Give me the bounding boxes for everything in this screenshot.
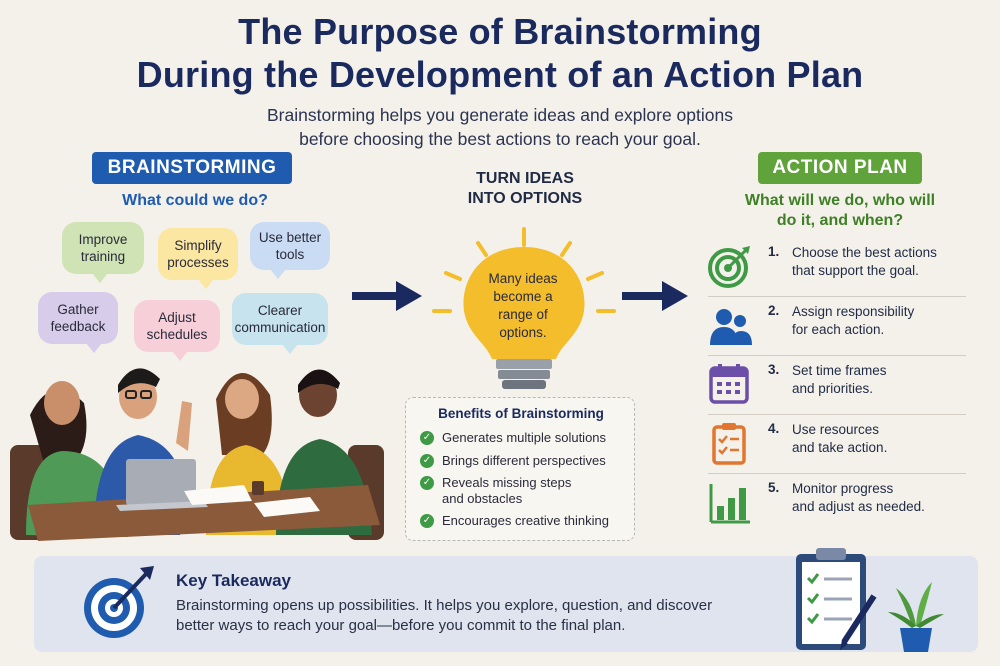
step-line: for each action. [792, 322, 885, 337]
target-icon [708, 246, 750, 288]
bubble-text: Use better [258, 230, 322, 245]
bubble-text: Adjust [158, 310, 196, 325]
step-line: Choose the best actions [792, 245, 937, 260]
takeaway-line: Brainstorming opens up possibilities. It… [176, 597, 713, 614]
benefit-text: Generates multiple solutions [442, 430, 607, 445]
arrow-right-icon [352, 281, 422, 311]
step-line: Set time frames [792, 363, 887, 378]
question-line: do it, and when? [776, 212, 904, 229]
bubble-text: Improve [78, 232, 128, 247]
brainstorming-label: BRAINSTORMING [92, 152, 292, 184]
bubble-text: Clearer [257, 303, 303, 318]
idea-bubble-improve-training: Improve training [62, 222, 144, 283]
bulb-line: become a [493, 289, 553, 304]
people-icon [710, 309, 752, 345]
title-line-1: The Purpose of Brainstorming [238, 11, 762, 52]
calendar-icon [709, 364, 749, 404]
bar-chart-icon [709, 484, 750, 524]
bulb-line: range of [498, 307, 548, 322]
bubble-text: feedback [50, 319, 106, 334]
bubble-text: processes [167, 255, 229, 270]
check-icon: ✓ [420, 476, 434, 490]
step-number: 4. [768, 421, 780, 436]
benefit-item: ✓ Reveals missing steps and obstacles [420, 475, 571, 507]
action-step-2: 2. Assign responsibility for each action… [706, 297, 970, 355]
benefit-item: ✓ Generates multiple solutions [420, 430, 606, 446]
bubble-text: Simplify [174, 238, 222, 253]
step-text: Monitor progress and adjust as needed. [792, 480, 962, 516]
benefit-text: Reveals missing steps and obstacles [442, 475, 571, 507]
action-plan-question: What will we do, who will do it, and whe… [728, 191, 952, 231]
idea-bubble-adjust-schedules: Adjust schedules [134, 300, 220, 361]
benefit-text: Encourages creative thinking [442, 513, 609, 528]
step-text: Choose the best actions that support the… [792, 244, 962, 280]
benefit-text: Brings different perspectives [442, 453, 606, 468]
divider [708, 355, 966, 356]
clipboard-icon [712, 423, 746, 465]
title-line-2: During the Development of an Action Plan [136, 54, 864, 95]
step-line: and priorities. [792, 381, 874, 396]
step-number: 1. [768, 244, 780, 259]
bubble-text: tools [275, 247, 305, 262]
takeaway-line: better ways to reach your goal—before yo… [176, 617, 626, 634]
step-number: 2. [768, 303, 780, 318]
step-line: Use resources [792, 422, 880, 437]
step-line: and take action. [792, 440, 888, 455]
turn-ideas-heading: TURN IDEAS INTO OPTIONS [430, 169, 620, 209]
check-icon: ✓ [420, 431, 434, 445]
step-number: 5. [768, 480, 780, 495]
question-line: What will we do, who will [744, 192, 936, 209]
action-step-4: 4. Use resources and take action. [706, 415, 970, 473]
idea-bubble-better-tools: Use better tools [250, 222, 330, 279]
team-meeting-illustration [10, 368, 384, 541]
checklist-clipboard-icon [796, 548, 877, 650]
brainstorming-question: What could we do? [122, 192, 268, 209]
action-plan-label: ACTION PLAN [758, 152, 922, 184]
arrow-right-icon [622, 281, 688, 311]
benefit-line: and obstacles [442, 491, 523, 506]
bulb-line: Many ideas [488, 271, 558, 286]
step-text: Assign responsibility for each action. [792, 303, 962, 339]
action-step-3: 3. Set time frames and priorities. [706, 356, 970, 414]
heading-line: INTO OPTIONS [467, 190, 583, 207]
divider [708, 296, 966, 297]
step-text: Set time frames and priorities. [792, 362, 962, 398]
page-title: The Purpose of Brainstorming During the … [0, 10, 1000, 96]
plant-icon [888, 582, 944, 652]
page-subtitle: Brainstorming helps you generate ideas a… [0, 103, 1000, 151]
step-line: Assign responsibility [792, 304, 915, 319]
lightbulb-icon [432, 227, 616, 389]
action-step-5: 5. Monitor progress and adjust as needed… [706, 474, 970, 532]
takeaway-text: Brainstorming opens up possibilities. It… [176, 596, 736, 636]
step-line: and adjust as needed. [792, 499, 925, 514]
benefit-item: ✓ Brings different perspectives [420, 453, 606, 469]
subtitle-line-1: Brainstorming helps you generate ideas a… [267, 105, 733, 125]
step-text: Use resources and take action. [792, 421, 962, 457]
bubble-text: Gather [57, 302, 99, 317]
check-icon: ✓ [420, 454, 434, 468]
step-line: that support the goal. [792, 263, 919, 278]
idea-bubble-gather-feedback: Gather feedback [38, 292, 118, 353]
bulb-caption: Many ideas become a range of options. [478, 270, 568, 342]
bubble-text: training [80, 249, 126, 264]
benefit-line: Reveals missing steps [442, 475, 572, 490]
target-icon [84, 566, 154, 638]
check-icon: ✓ [420, 514, 434, 528]
step-number: 3. [768, 362, 780, 377]
bubble-text: schedules [146, 327, 208, 342]
subtitle-line-2: before choosing the best actions to reac… [299, 129, 701, 149]
takeaway-title: Key Takeaway [176, 571, 291, 590]
benefits-title: Benefits of Brainstorming [438, 406, 604, 421]
bulb-line: options. [499, 325, 547, 340]
idea-bubble-simplify-processes: Simplify processes [158, 228, 238, 289]
divider [708, 473, 966, 474]
action-step-1: 1. Choose the best actions that support … [706, 238, 970, 296]
benefits-box: Benefits of Brainstorming ✓ Generates mu… [405, 397, 635, 541]
bubble-text: communication [234, 320, 326, 335]
idea-bubble-clearer-communication: Clearer communication [232, 293, 328, 354]
step-line: Monitor progress [792, 481, 894, 496]
heading-line: TURN IDEAS [476, 170, 574, 187]
divider [708, 414, 966, 415]
benefit-item: ✓ Encourages creative thinking [420, 513, 609, 529]
